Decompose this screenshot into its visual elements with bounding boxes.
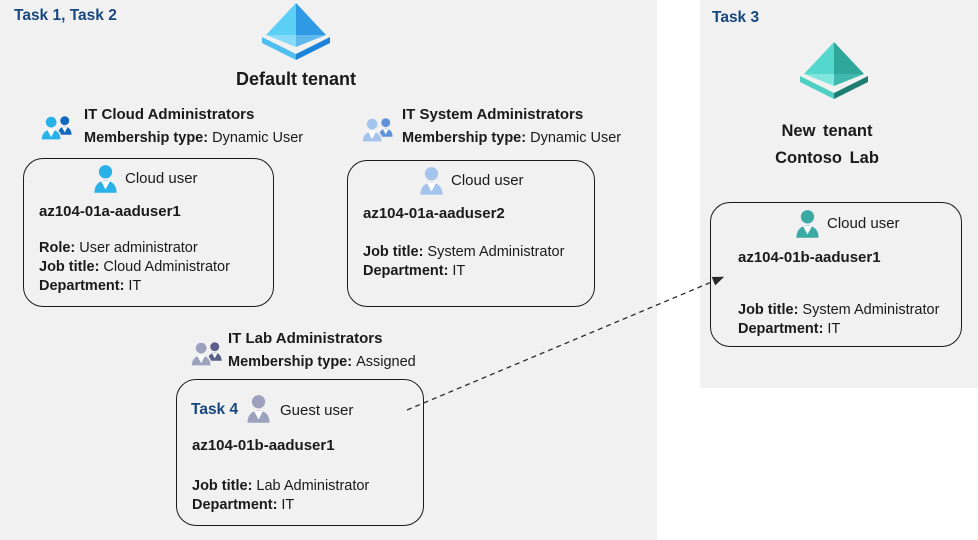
field-label: Department: — [363, 263, 449, 279]
user-card-new-tenant: Cloud user az104-01b-aaduser1 Job title:… — [710, 202, 962, 347]
membership-value: Dynamic User — [212, 130, 304, 146]
field-value: User administrator — [79, 240, 198, 256]
guest-user-card: Task 4 Guest user az104-01b-aaduser1 Job… — [176, 379, 424, 526]
field-label: Department: — [738, 321, 824, 337]
user-type-label: Cloud user — [125, 170, 198, 187]
field-department: Department:IT — [39, 277, 230, 296]
task-1-2-label: Task 1, Task 2 — [14, 7, 117, 24]
group-membership-lab-admins: Membership type:Assigned — [228, 354, 416, 370]
membership-label: Membership type: — [84, 130, 209, 146]
membership-value: Assigned — [356, 354, 416, 370]
user-fields: Job title:Lab Administrator Department:I… — [192, 477, 369, 515]
task-4-label: Task 4 — [191, 401, 239, 418]
group-title-cloud-admins: IT Cloud Administrators — [84, 106, 255, 123]
cloud-user-icon — [420, 167, 443, 195]
field-label: Job title: — [738, 302, 799, 318]
field-job-title: Job title:System Administrator — [738, 301, 939, 320]
field-job-title: Job title:Cloud Administrator — [39, 258, 230, 277]
user-type-label: Guest user — [280, 402, 354, 419]
group-membership-cloud-admins: Membership type:Dynamic User — [84, 130, 303, 146]
user-type-label: Cloud user — [451, 172, 524, 189]
user-fields: Job title:System Administrator Departmen… — [738, 301, 939, 339]
field-label: Job title: — [363, 244, 424, 260]
user-fields: Job title:System Administrator Departmen… — [363, 243, 564, 281]
cloud-user-icon — [94, 165, 117, 193]
field-department: Department:IT — [192, 496, 369, 515]
guest-user-icon — [247, 395, 270, 423]
user-name: az104-01a-aaduser2 — [363, 205, 505, 222]
field-value: System Administrator — [427, 244, 565, 260]
membership-value: Dynamic User — [530, 130, 622, 146]
group-icon-lab-admins — [190, 341, 222, 367]
field-label: Department: — [39, 278, 125, 294]
membership-label: Membership type: — [228, 354, 353, 370]
user-name: az104-01a-aaduser1 — [39, 203, 181, 220]
new-tenant-title-line1: New tenant — [781, 122, 873, 140]
user-fields: Role:User administrator Job title:Cloud … — [39, 239, 230, 296]
field-label: Job title: — [39, 259, 100, 275]
tenant-icon-teal — [800, 42, 868, 99]
field-label: Department: — [192, 497, 278, 513]
field-value: Lab Administrator — [256, 478, 370, 494]
group-title-lab-admins: IT Lab Administrators — [228, 330, 383, 347]
membership-label: Membership type: — [402, 130, 527, 146]
field-value: System Administrator — [802, 302, 940, 318]
group-icon-cloud-admins — [40, 115, 72, 141]
default-tenant-panel — [0, 0, 657, 540]
user-card-aaduser2: Cloud user az104-01a-aaduser2 Job title:… — [347, 160, 595, 307]
default-tenant-title: Default tenant — [235, 69, 356, 89]
field-value: Cloud Administrator — [103, 259, 230, 275]
group-title-system-admins: IT System Administrators — [402, 106, 584, 123]
field-value: IT — [128, 278, 142, 294]
user-card-aaduser1: Cloud user az104-01a-aaduser1 Role:User … — [23, 158, 274, 307]
task-3-label: Task 3 — [712, 9, 760, 26]
field-department: Department:IT — [738, 320, 939, 339]
field-label: Job title: — [192, 478, 253, 494]
group-icon-system-admins — [361, 117, 393, 143]
field-job-title: Job title:Lab Administrator — [192, 477, 369, 496]
field-value: IT — [452, 263, 466, 279]
user-type-label: Cloud user — [827, 215, 900, 232]
user-name: az104-01b-aaduser1 — [192, 437, 335, 454]
field-value: IT — [281, 497, 295, 513]
field-job-title: Job title:System Administrator — [363, 243, 564, 262]
field-role: Role:User administrator — [39, 239, 230, 258]
user-name: az104-01b-aaduser1 — [738, 249, 881, 266]
tenant-icon-blue — [262, 3, 330, 60]
field-department: Department:IT — [363, 262, 564, 281]
cloud-user-icon — [796, 210, 819, 238]
group-membership-system-admins: Membership type:Dynamic User — [402, 130, 621, 146]
new-tenant-title-line2: Contoso Lab — [775, 149, 879, 167]
field-label: Role: — [39, 240, 76, 256]
field-value: IT — [827, 321, 841, 337]
